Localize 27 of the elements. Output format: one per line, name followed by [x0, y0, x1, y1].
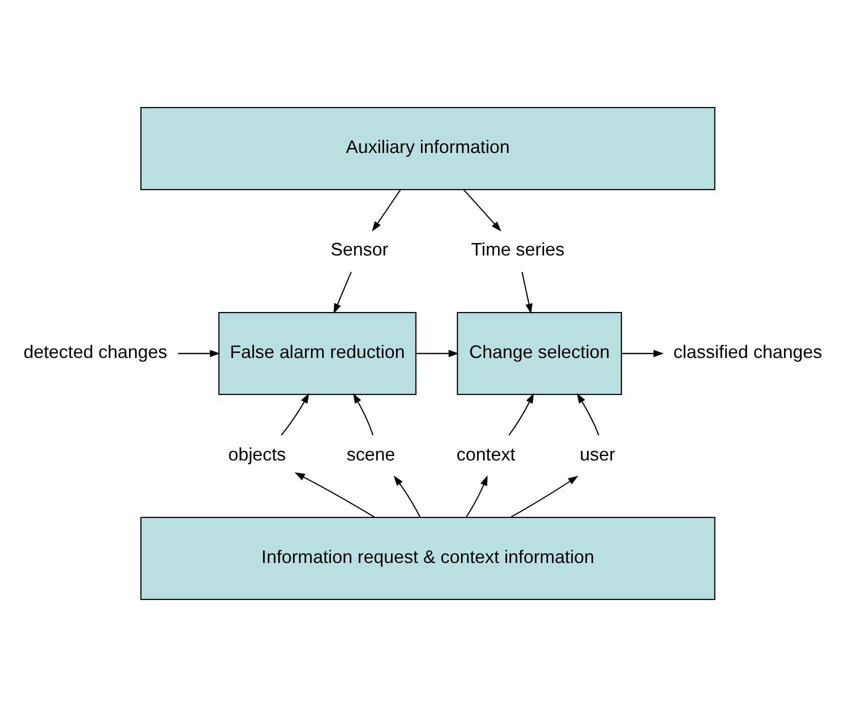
arrow: [466, 474, 488, 518]
node-text: scene: [346, 444, 396, 464]
arrow: [508, 392, 534, 435]
node-text: Time series: [471, 238, 564, 259]
arrow: [576, 392, 600, 435]
node-box: Information request & context information: [140, 516, 716, 600]
arrow: [372, 188, 402, 232]
node-text: user: [580, 444, 616, 464]
arrow: [463, 188, 502, 231]
node-text: classified changes: [673, 341, 822, 362]
arrow: [280, 392, 310, 436]
arrow: [334, 271, 352, 314]
node-text: objects: [228, 444, 286, 464]
arrow: [522, 271, 532, 314]
arrow: [394, 475, 421, 517]
arrow: [294, 472, 375, 518]
node-text: Sensor: [330, 238, 388, 259]
node-box: Auxiliary information: [140, 106, 716, 190]
arrow: [510, 475, 578, 518]
arrow: [178, 349, 220, 357]
node-text: detected changes: [24, 341, 168, 362]
node-box: Change selection: [456, 311, 622, 395]
arrow: [352, 392, 374, 435]
node-text: context: [456, 444, 516, 464]
arrow: [622, 349, 664, 357]
node-box: False alarm reduction: [218, 311, 416, 395]
arrow: [416, 349, 459, 357]
